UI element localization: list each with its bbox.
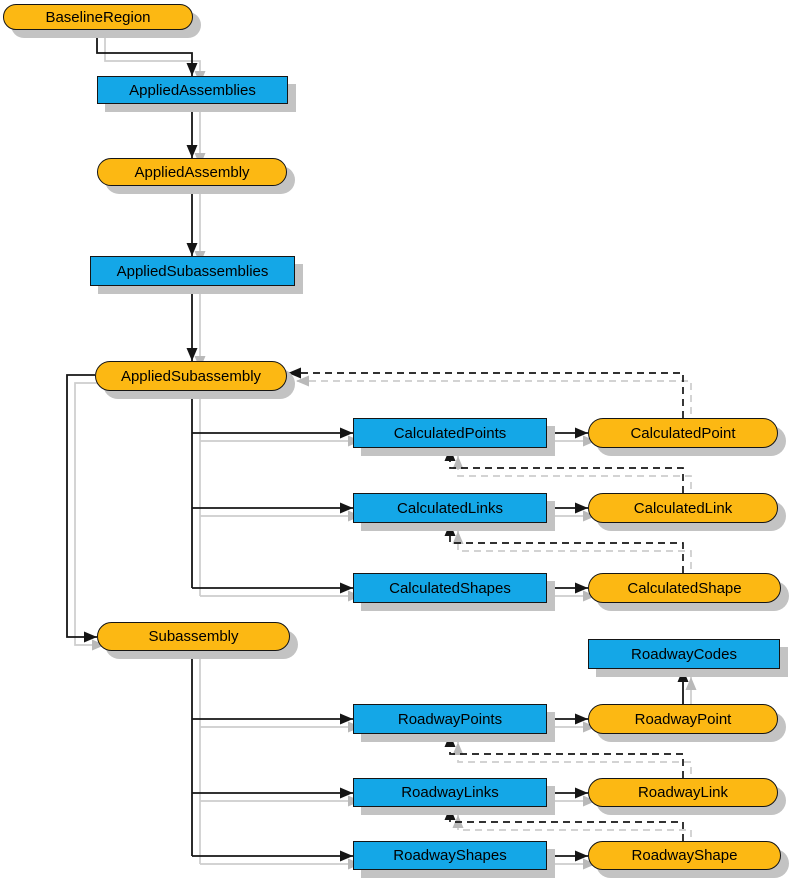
- edge-baselineRegion-appliedAssemblies-shadow: [104, 38, 206, 84]
- node-roadway-link[interactable]: RoadwayLink: [588, 778, 778, 807]
- node-applied-assemblies[interactable]: AppliedAssemblies: [97, 76, 288, 104]
- node-subassembly[interactable]: Subassembly: [97, 622, 290, 651]
- edge-calculatedShape-calculatedLinks-shadow: [452, 531, 692, 581]
- edge-calculatedShape-calculatedLinks: [444, 523, 684, 573]
- node-calculated-point[interactable]: CalculatedPoint: [588, 418, 778, 448]
- node-calculated-shapes[interactable]: CalculatedShapes: [353, 573, 547, 603]
- node-calculated-links[interactable]: CalculatedLinks: [353, 493, 547, 523]
- connector-shadows: [74, 38, 697, 870]
- node-roadway-links[interactable]: RoadwayLinks: [353, 778, 547, 807]
- edge-roadwayShape-roadwayLinks-shadow: [452, 815, 692, 849]
- node-roadway-shapes[interactable]: RoadwayShapes: [353, 841, 547, 870]
- node-baseline-region[interactable]: BaselineRegion: [3, 4, 193, 30]
- node-calculated-link[interactable]: CalculatedLink: [588, 493, 778, 523]
- edge-baselineRegion-appliedAssemblies: [96, 30, 198, 76]
- node-roadway-point[interactable]: RoadwayPoint: [588, 704, 778, 734]
- node-applied-subassembly[interactable]: AppliedSubassembly: [95, 361, 287, 391]
- edge-calculatedLink-calculatedPoints: [444, 448, 684, 493]
- node-roadway-shape[interactable]: RoadwayShape: [588, 841, 781, 870]
- node-roadway-codes[interactable]: RoadwayCodes: [588, 639, 780, 669]
- edge-roadwayLink-roadwayPoints: [444, 734, 684, 778]
- edge-calculatedLink-calculatedPoints-shadow: [452, 456, 692, 501]
- node-roadway-points[interactable]: RoadwayPoints: [353, 704, 547, 734]
- edge-appliedSubassembly-subassembly-shadow: [74, 382, 105, 651]
- edge-calculatedPoint-appliedSubassembly: [288, 367, 684, 418]
- node-applied-subassemblies[interactable]: AppliedSubassemblies: [90, 256, 295, 286]
- edge-roadwayShape-roadwayLinks: [444, 807, 684, 841]
- node-applied-assembly[interactable]: AppliedAssembly: [97, 158, 287, 186]
- node-calculated-points[interactable]: CalculatedPoints: [353, 418, 547, 448]
- node-calculated-shape[interactable]: CalculatedShape: [588, 573, 781, 603]
- connectors: [66, 30, 689, 862]
- edge-appliedSubassembly-subassembly: [66, 374, 97, 643]
- edge-roadwayLink-roadwayPoints-shadow: [452, 742, 692, 786]
- edge-calculatedPoint-appliedSubassembly-shadow: [296, 375, 692, 426]
